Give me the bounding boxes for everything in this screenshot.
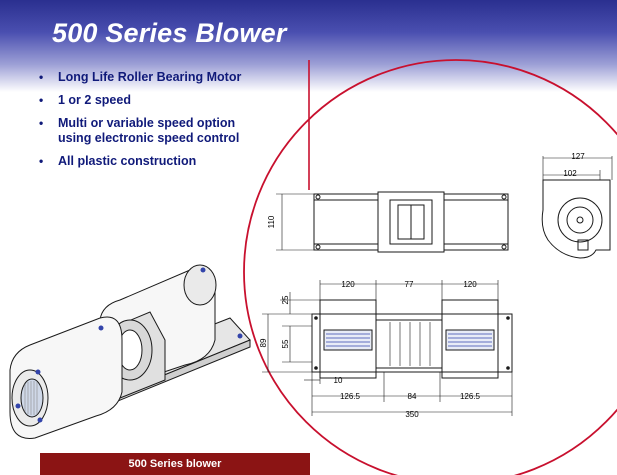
feature-text-line2: using electronic speed control (58, 131, 240, 145)
feature-text: Long Life Roller Bearing Motor (58, 70, 242, 84)
dim-plan-edge-offset: 10 (334, 376, 343, 385)
dim-plan-bottom-right: 126.5 (460, 392, 481, 401)
dim-plan-overall: 350 (405, 410, 419, 419)
blower-isometric-illustration (9, 264, 251, 439)
caption-bar: 500 Series blower (40, 453, 310, 475)
dim-plan-top-offset: 25 (281, 295, 290, 304)
dim-plan-outer-height: 89 (259, 338, 268, 347)
dim-plan-left: 120 (341, 280, 355, 289)
dim-plan-bottom-left: 126.5 (340, 392, 361, 401)
dim-plan-inner-height: 55 (281, 339, 290, 348)
dim-side-inner: 102 (563, 169, 577, 178)
side-elevation-drawing (541, 156, 613, 259)
dim-side-outer: 127 (571, 152, 585, 161)
feature-item: • All plastic construction (38, 154, 298, 169)
bullet-icon: • (39, 154, 44, 168)
page-title: 500 Series Blower (52, 18, 287, 48)
feature-item: • 1 or 2 speed (38, 93, 298, 108)
feature-text: Multi or variable speed option (58, 116, 236, 130)
dim-plan-center: 77 (405, 280, 414, 289)
dim-plan-right: 120 (463, 280, 477, 289)
bullet-icon: • (39, 116, 44, 130)
accent-circle (243, 59, 617, 475)
bullet-icon: • (39, 70, 44, 84)
plan-view-drawing (262, 280, 513, 416)
feature-text: 1 or 2 speed (58, 93, 131, 107)
dim-front-height: 110 (267, 215, 276, 228)
feature-item: • Long Life Roller Bearing Motor (38, 70, 298, 85)
feature-list: • Long Life Roller Bearing Motor • 1 or 2 … (38, 70, 298, 177)
feature-text: All plastic construction (58, 154, 197, 168)
bullet-icon: • (39, 93, 44, 107)
front-elevation-drawing (276, 191, 509, 253)
dim-plan-bottom-center: 84 (408, 392, 417, 401)
